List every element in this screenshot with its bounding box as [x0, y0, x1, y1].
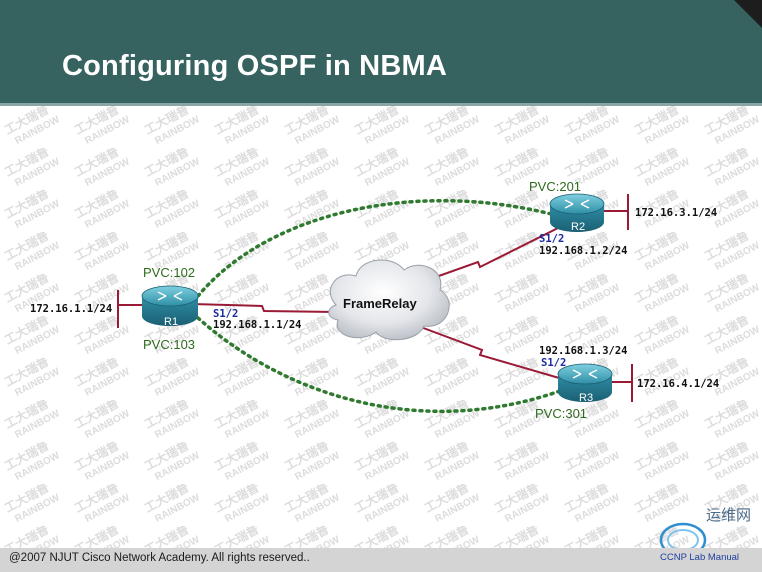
header-rule	[0, 103, 762, 106]
r2-pvc: PVC:201	[529, 179, 581, 194]
frame-relay-cloud	[328, 259, 450, 341]
r3-serial-if: S1/2	[541, 357, 566, 369]
router-r3[interactable]: R3	[557, 363, 613, 404]
footer-copyright: @2007 NJUT Cisco Network Academy. All ri…	[9, 552, 310, 564]
router-r2[interactable]: R2	[549, 193, 605, 233]
slide-title: Configuring OSPF in NBMA	[62, 50, 447, 82]
r3-lan-ip: 172.16.4.1/24	[637, 378, 719, 390]
r1-pvc-top: PVC:102	[143, 265, 195, 280]
r2-lan-ip: 172.16.3.1/24	[635, 207, 717, 219]
r2-serial-if: S1/2	[539, 233, 564, 245]
cloud-label: FrameRelay	[343, 296, 417, 311]
r1-lan-ip: 172.16.1.1/24	[30, 303, 112, 315]
footer-right-label: CCNP Lab Manual	[660, 552, 740, 563]
serial-link-r2	[404, 227, 559, 289]
r1-serial-ip: 192.168.1.1/24	[213, 319, 302, 331]
header-bar	[0, 0, 762, 103]
serial-link-r1	[191, 303, 337, 313]
router-r2-name: R2	[571, 221, 585, 233]
header-corner	[734, 0, 762, 28]
footer-bar: @2007 NJUT Cisco Network Academy. All ri…	[0, 548, 762, 572]
router-r3-name: R3	[579, 392, 593, 404]
r1-pvc-bottom: PVC:103	[143, 337, 195, 352]
router-r1-name: R1	[164, 316, 178, 328]
pvc-curve-r1-r3	[196, 316, 570, 413]
r3-serial-ip: 192.168.1.3/24	[539, 345, 628, 357]
router-arrows-icon	[564, 199, 590, 209]
router-arrows-icon	[157, 291, 183, 301]
corner-logo-icon	[659, 522, 707, 548]
serial-link-r3	[417, 325, 567, 381]
router-r1[interactable]: R1	[141, 285, 199, 328]
r3-pvc: PVC:301	[535, 406, 587, 421]
pvc-curve-r1-r2	[196, 198, 557, 298]
corner-logo-text: 运维网	[706, 507, 752, 524]
network-diagram: 工大瑞普 RAINBOW	[0, 106, 762, 548]
r1-serial-if: S1/2	[213, 308, 238, 320]
r2-serial-ip: 192.168.1.2/24	[539, 245, 628, 257]
router-arrows-icon	[572, 369, 598, 379]
